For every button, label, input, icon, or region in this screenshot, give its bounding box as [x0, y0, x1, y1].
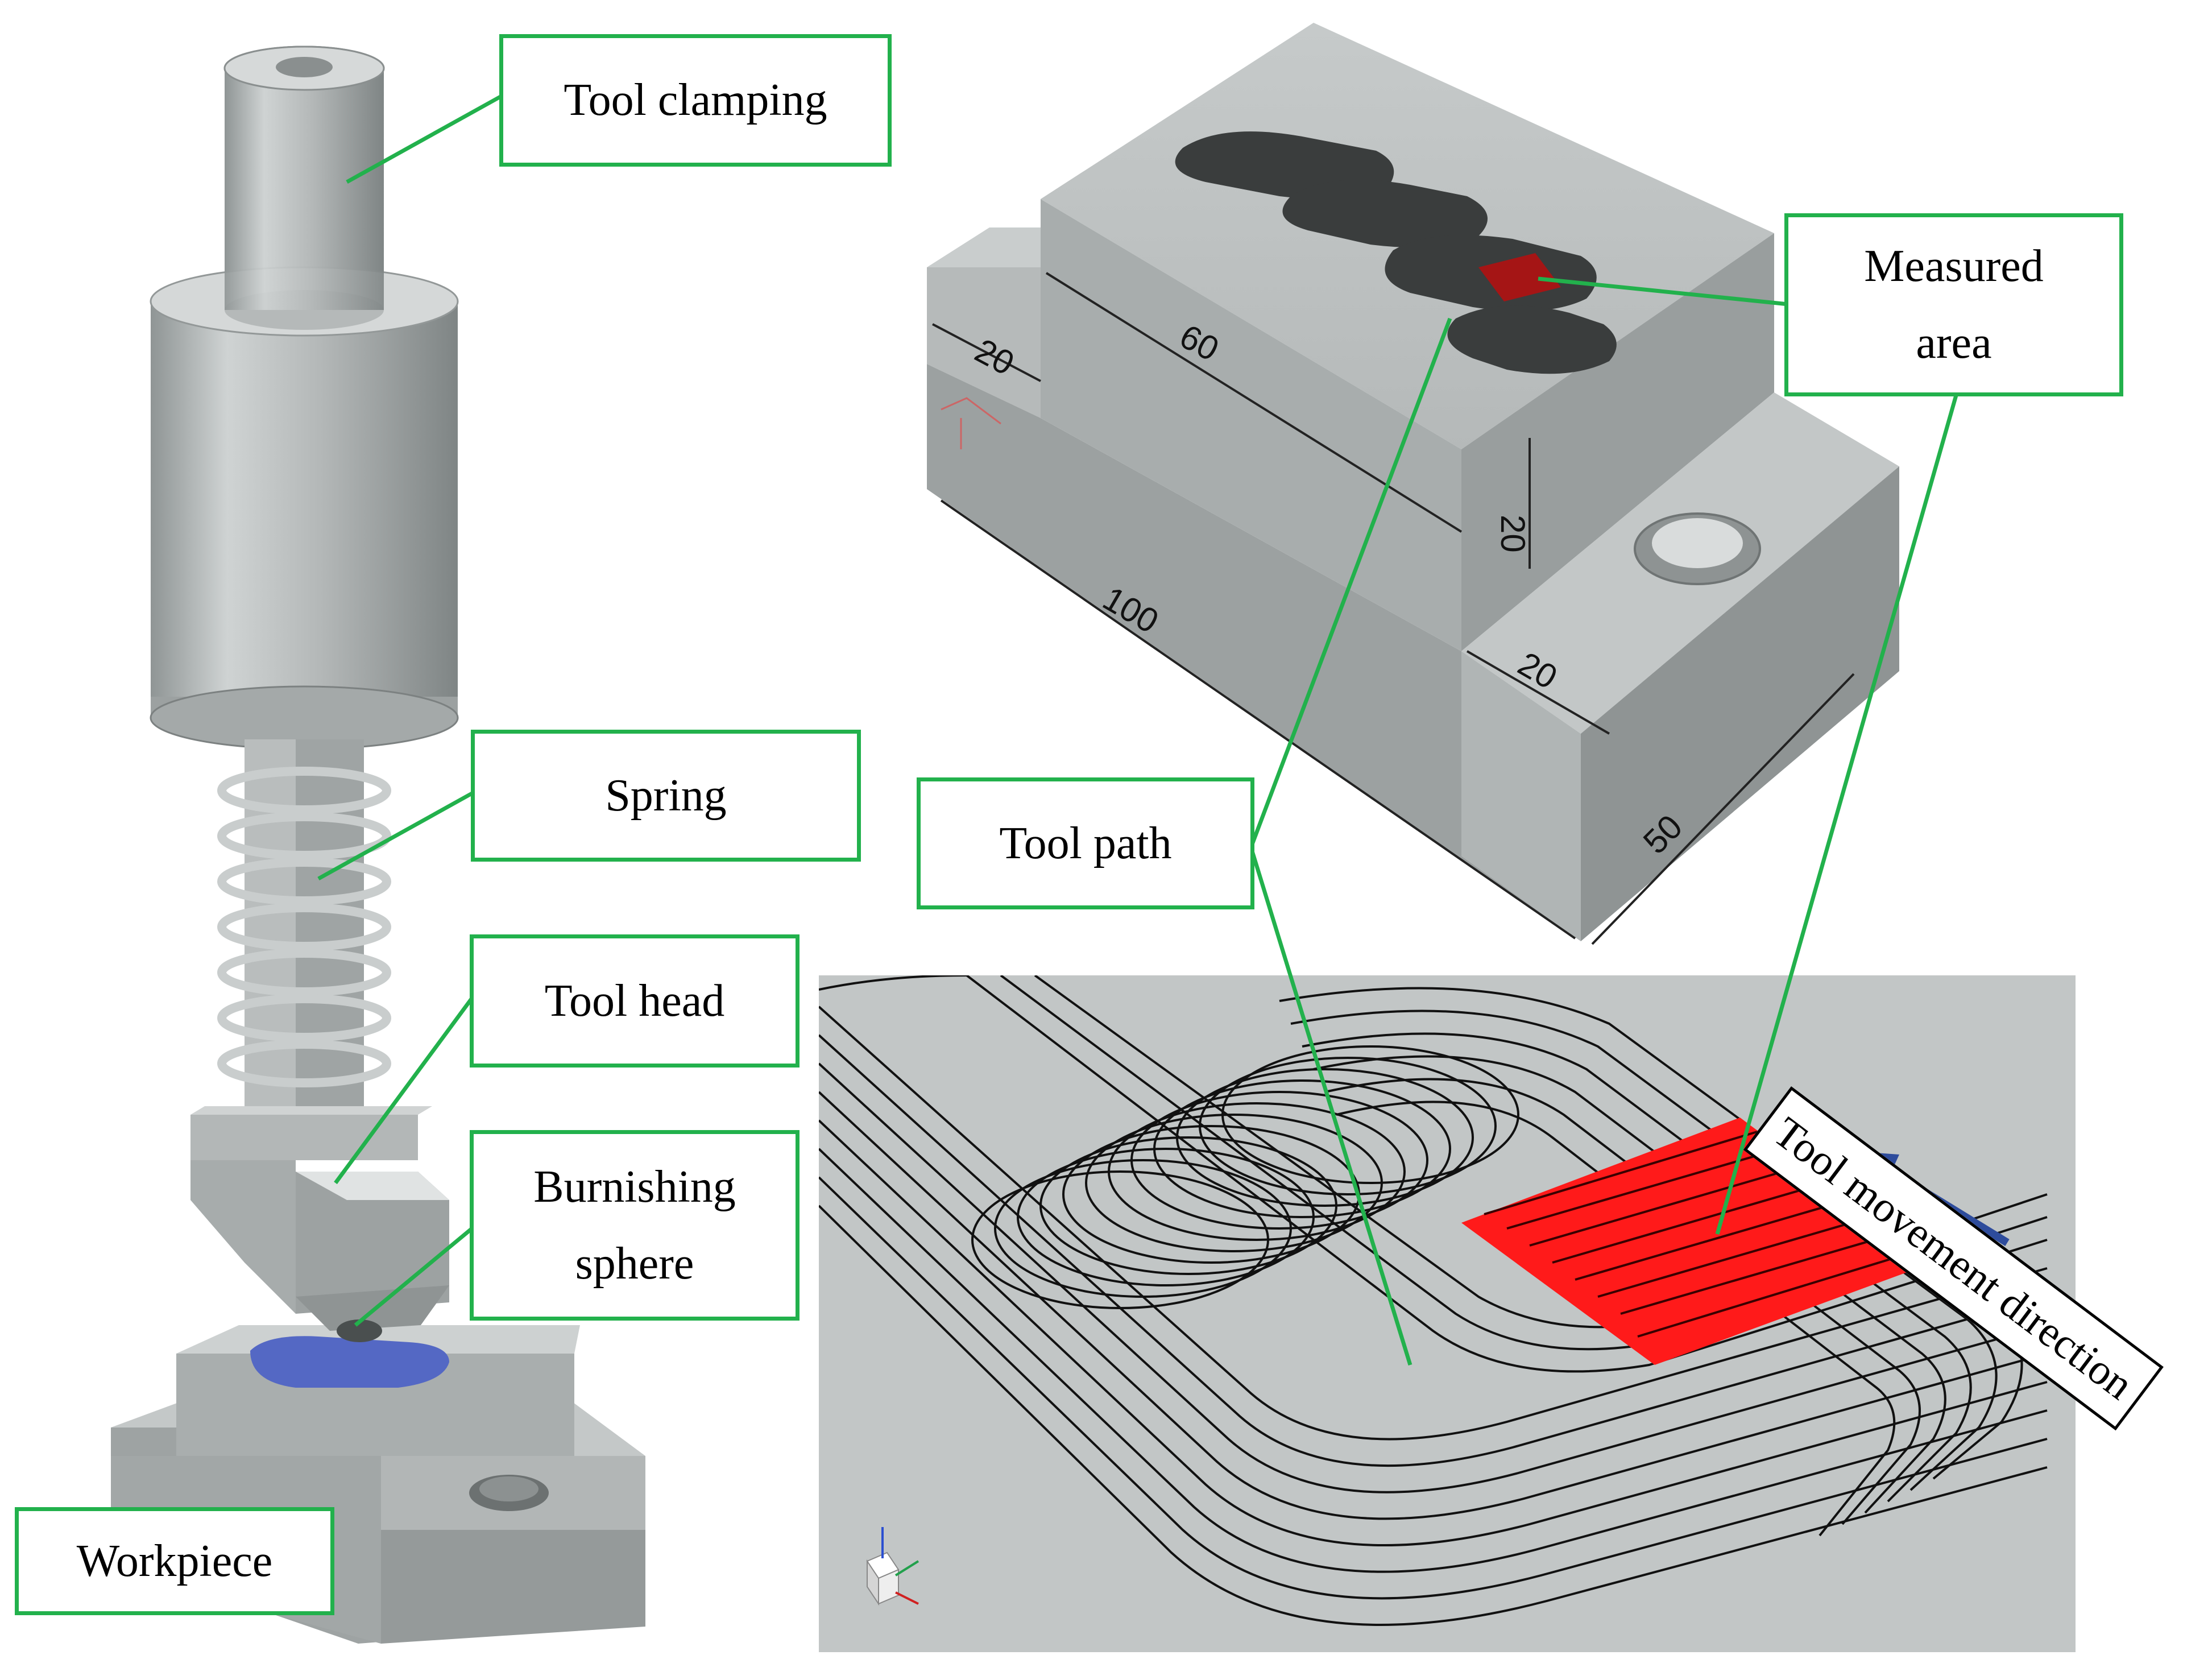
callout-tool-clamping: Tool clamping — [499, 34, 892, 167]
spring-coils — [217, 767, 391, 1087]
callout-spring: Spring — [471, 730, 861, 862]
workpiece-drawing: 20 60 20 100 20 50 — [927, 23, 1899, 945]
callout-leader-lines — [317, 94, 1958, 1366]
toolpath-lines — [819, 975, 2048, 1626]
axis-triad-icon — [866, 1527, 919, 1606]
toolpath-panel — [819, 975, 2076, 1652]
callout-burnishing-sphere: Burnishing sphere — [470, 1130, 800, 1321]
callout-tool-path: Tool path — [917, 777, 1254, 909]
callout-tool-head: Tool head — [470, 934, 800, 1068]
dimension-step-height: 20 — [1494, 515, 1532, 553]
pocket-toolpath-traces — [1175, 131, 1617, 374]
tool-assembly-illustration — [111, 45, 645, 1644]
callout-workpiece: Workpiece — [15, 1507, 334, 1615]
callout-measured-area: Measured area — [1784, 213, 2123, 396]
